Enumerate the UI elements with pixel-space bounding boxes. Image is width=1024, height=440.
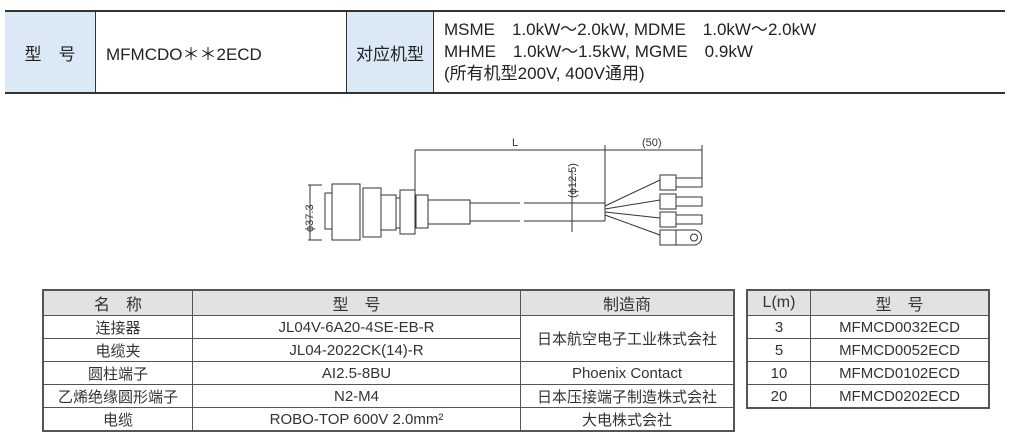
header-name: 名 称 <box>42 289 193 316</box>
cable-diagram: ϕ37.3 L (50) (ϕ12.5) <box>304 137 703 246</box>
applicable-line: MSME 1.0kW～2.0kW, MDME 1.0kW～2.0kW <box>444 20 817 39</box>
part-model: JL04V-6A20-4SE-EB-R <box>192 315 521 339</box>
part-maker: 大电株式会社 <box>520 407 735 432</box>
length-label: L <box>512 137 518 149</box>
part-model: JL04-2022CK(14)-R <box>192 338 521 362</box>
model-value: MFMCD0102ECD <box>810 361 990 385</box>
part-name: 电缆 <box>42 407 193 432</box>
length-value: 5 <box>746 338 811 362</box>
part-maker: 日本压接端子制造株式会社 <box>520 384 735 408</box>
length-value: 20 <box>746 384 811 409</box>
header-model: 型 号 <box>192 289 521 316</box>
connector-diameter-label: ϕ37.3 <box>304 204 316 232</box>
part-name: 电缆夹 <box>42 338 193 362</box>
header-length: L(m) <box>746 289 811 316</box>
part-model: N2-M4 <box>192 384 521 408</box>
applicable-label: 对应机型 <box>347 12 434 92</box>
cable-diameter-label: (ϕ12.5) <box>567 163 579 198</box>
applicable-line: MHME 1.0kW～1.5kW, MGME 0.9kW <box>444 42 753 61</box>
part-name: 乙烯绝缘圆形端子 <box>42 384 193 408</box>
model-value: MFMCD0202ECD <box>810 384 990 409</box>
tail-length-label: (50) <box>642 137 662 149</box>
model-value: MFMCD0052ECD <box>810 338 990 362</box>
part-model: AI2.5-8BU <box>192 361 521 385</box>
model-value: MFMCD0032ECD <box>810 315 990 339</box>
header-model: 型 号 <box>810 289 990 316</box>
length-value: 3 <box>746 315 811 339</box>
part-name: 连接器 <box>42 315 193 339</box>
part-model: ROBO-TOP 600V 2.0mm² <box>192 407 521 432</box>
model-label: 型 号 <box>5 12 96 92</box>
model-value: MFMCDO＊＊2ECD <box>96 12 347 92</box>
header-maker: 制造商 <box>520 289 735 316</box>
applicable-line: (所有机型200V, 400V通用) <box>444 64 645 83</box>
spec-table: 型 号 MFMCDO＊＊2ECD 对应机型 MSME 1.0kW～2.0kW, … <box>5 10 1005 94</box>
part-name: 圆柱端子 <box>42 361 193 385</box>
applicable-models: MSME 1.0kW～2.0kW, MDME 1.0kW～2.0kW MHME … <box>434 12 1005 92</box>
length-value: 10 <box>746 361 811 385</box>
part-maker: 日本航空电子工业株式会社 <box>520 315 735 362</box>
part-maker: Phoenix Contact <box>520 361 735 385</box>
